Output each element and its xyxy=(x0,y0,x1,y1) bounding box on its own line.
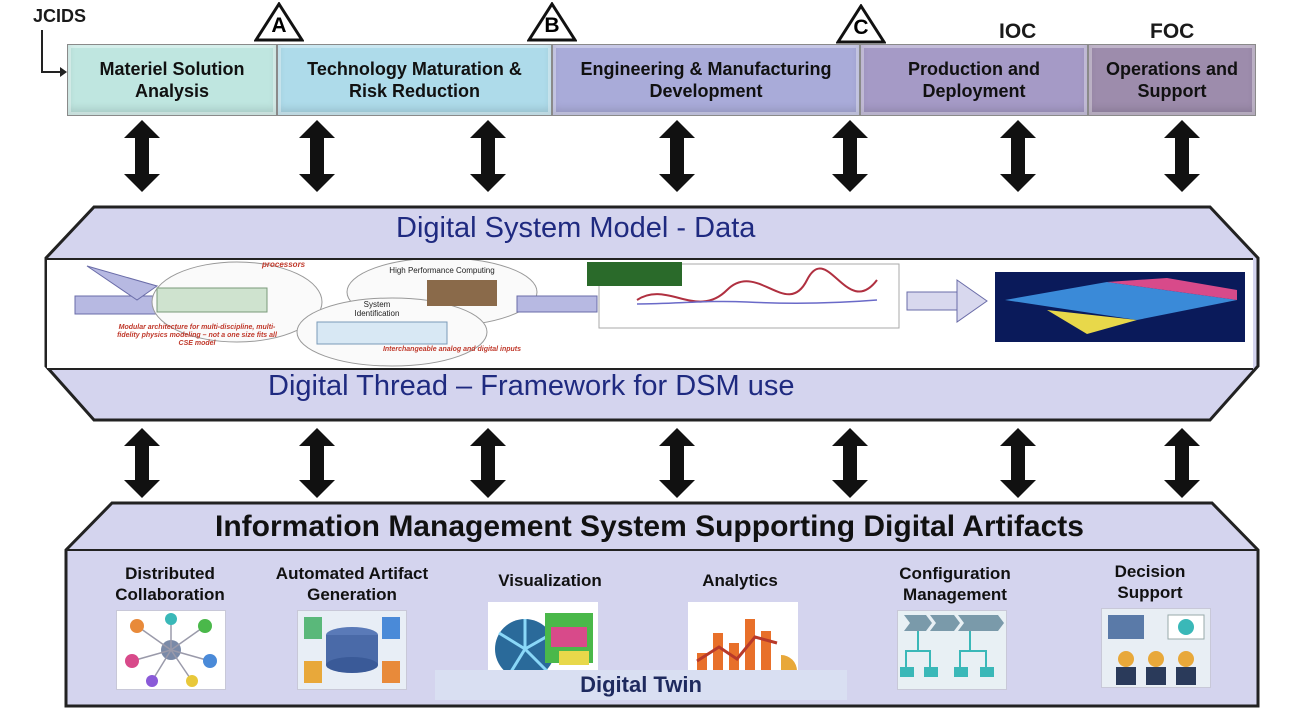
arrow-upper-2 xyxy=(295,120,339,192)
arrow-upper-5 xyxy=(828,120,872,192)
category-decision-support: Decision Support xyxy=(1114,562,1186,602)
collaboration-network-icon xyxy=(116,610,226,690)
category-distributed-collaboration: Distributed Collaboration xyxy=(115,564,225,604)
arrow-upper-3 xyxy=(466,120,510,192)
category-configuration-management: Configuration Management xyxy=(899,564,1011,604)
configuration-flow-icon xyxy=(897,610,1007,690)
arrow-lower-4 xyxy=(655,428,699,498)
digital-twin-bar: Digital Twin xyxy=(435,670,847,700)
category-visualization: Visualization xyxy=(498,571,602,590)
dsm-processors-text: processors xyxy=(262,260,306,269)
foc-label: FOC xyxy=(1150,20,1195,43)
phase-technology-maturation: Technology Maturation & Risk Reduction xyxy=(277,44,552,116)
arrow-upper-6 xyxy=(996,120,1040,192)
dsm-interchangeable-text: Interchangeable analog and digital input… xyxy=(382,346,522,353)
phase-production-deployment: Production and Deployment xyxy=(860,44,1088,116)
category-automated-artifact-generation: Automated Artifact Generation xyxy=(275,564,429,604)
jcids-label: JCIDS xyxy=(33,6,87,26)
milestone-a-label: A xyxy=(271,14,287,37)
milestone-a-triangle: A xyxy=(253,1,305,42)
arrow-upper-1 xyxy=(120,120,164,192)
milestone-c-label: C xyxy=(853,16,869,39)
dsm-hpc-text: High Performance Computing xyxy=(389,266,495,275)
arrow-upper-4 xyxy=(655,120,699,192)
milestone-b-label: B xyxy=(544,14,560,37)
decision-support-icon xyxy=(1101,608,1211,688)
arrow-lower-7 xyxy=(1160,428,1204,498)
ims-title: Information Management System Supporting… xyxy=(215,510,1084,543)
dsm-modular-text: Modular architecture for multi-disciplin… xyxy=(117,324,277,347)
digital-thread-title: Digital Thread – Framework for DSM use xyxy=(268,370,795,402)
arrow-lower-1 xyxy=(120,428,164,498)
dsm-graphic-strip: processors High Performance Computing Sy… xyxy=(47,258,1253,370)
arrow-lower-2 xyxy=(295,428,339,498)
arrow-upper-7 xyxy=(1160,120,1204,192)
milestone-b-triangle: B xyxy=(526,1,578,42)
arrow-lower-3 xyxy=(466,428,510,498)
phase-operations-support: Operations and Support xyxy=(1088,44,1256,116)
dsm-sysid-text: System Identification xyxy=(354,300,400,318)
ioc-label: IOC xyxy=(999,20,1037,43)
phase-materiel-solution-analysis: Materiel Solution Analysis xyxy=(67,44,277,116)
milestone-c-triangle: C xyxy=(835,3,887,44)
phase-engineering-manufacturing: Engineering & Manufacturing Development xyxy=(552,44,860,116)
dsm-title: Digital System Model - Data xyxy=(396,212,756,244)
arrow-lower-5 xyxy=(828,428,872,498)
arrow-lower-6 xyxy=(996,428,1040,498)
category-analytics: Analytics xyxy=(702,571,778,590)
turbine-visualization-icon xyxy=(488,602,598,682)
database-artifacts-icon xyxy=(297,610,407,690)
jcids-connector-icon xyxy=(36,30,68,85)
